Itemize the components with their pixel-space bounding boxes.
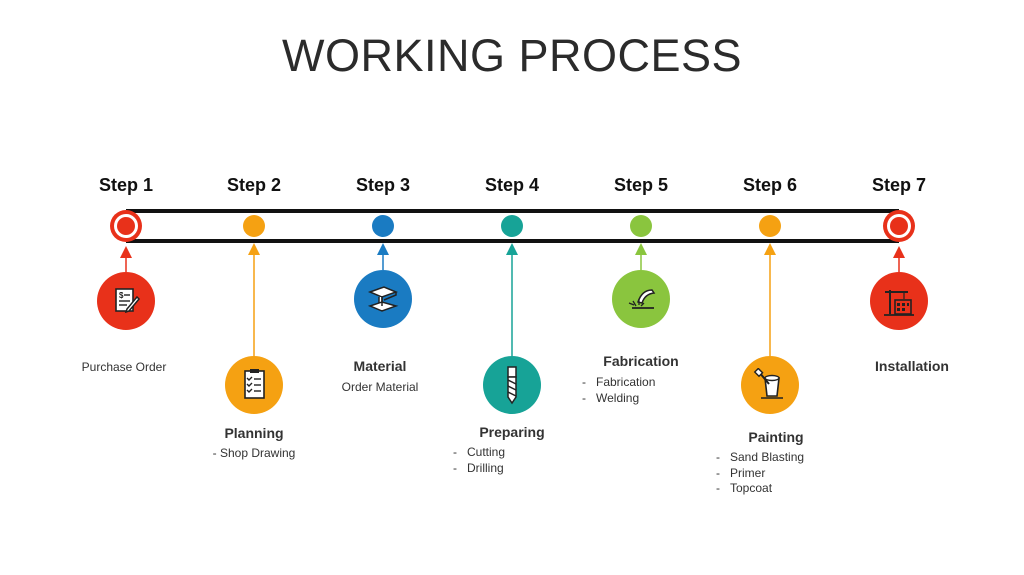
step-6-heading: Painting (748, 429, 804, 445)
step-6-icon-circle (741, 356, 799, 414)
step-3-sub-text: Order Material (341, 380, 419, 394)
step-4-heading: Preparing (479, 424, 545, 440)
step-3-dot (372, 215, 394, 237)
step-2-icon-circle (225, 356, 283, 414)
step-4-icon-circle (483, 356, 541, 414)
list-item: -Cutting (453, 445, 506, 459)
step-1-label: Step 1 (98, 175, 154, 195)
crane-building-icon (884, 290, 914, 316)
list-item: -Primer (716, 465, 766, 480)
step-5-heading: Fabrication (603, 353, 679, 369)
list-item: -Topcoat (716, 481, 773, 495)
step-4-label: Step 4 (484, 175, 540, 195)
step-5-icon-circle (612, 270, 670, 328)
step-4-dot (501, 215, 523, 237)
step-5-item-list: -Fabrication -Welding (582, 375, 655, 406)
step-2-sub-text: - Shop Drawing (212, 446, 296, 460)
welding-torch-icon (628, 289, 656, 309)
list-item: -Welding (582, 390, 640, 405)
step-5-dot (630, 215, 652, 237)
step-1-icon-circle: $ (97, 272, 155, 330)
step-7-label: Step 7 (871, 175, 927, 195)
step-2-label: Step 2 (226, 175, 282, 195)
step-2-dot (243, 215, 265, 237)
step-7-icon-circle (870, 272, 928, 330)
step-3-heading: Material (353, 358, 407, 374)
step-2-heading: Planning (224, 425, 284, 441)
purchase-order-icon: $ (115, 288, 141, 314)
step-5-label: Step 5 (613, 175, 669, 195)
svg-text:$: $ (119, 291, 124, 300)
list-item: -Drilling (453, 460, 504, 475)
step-1-endpoint-dot (110, 210, 142, 242)
list-item: -Fabrication (582, 375, 656, 389)
step-7-heading: Installation (875, 358, 949, 374)
step-6-item-list: -Sand Blasting -Primer -Topcoat (716, 450, 804, 497)
checklist-icon (244, 369, 265, 399)
step-3-label: Step 3 (355, 175, 411, 195)
step-4-item-list: -Cutting -Drilling (453, 445, 505, 476)
paint-bucket-icon (753, 368, 783, 399)
steel-beam-icon (367, 286, 399, 312)
drill-bit-icon (507, 366, 517, 405)
track-rails (126, 209, 899, 243)
step-6-label: Step 6 (742, 175, 798, 195)
step-7-endpoint-dot (883, 210, 915, 242)
list-item: -Sand Blasting (716, 450, 805, 464)
step-6-dot (759, 215, 781, 237)
step-3-icon-circle (354, 270, 412, 328)
page-title: WORKING PROCESS (281, 30, 743, 81)
step-1-sub-text: Purchase Order (81, 360, 167, 374)
